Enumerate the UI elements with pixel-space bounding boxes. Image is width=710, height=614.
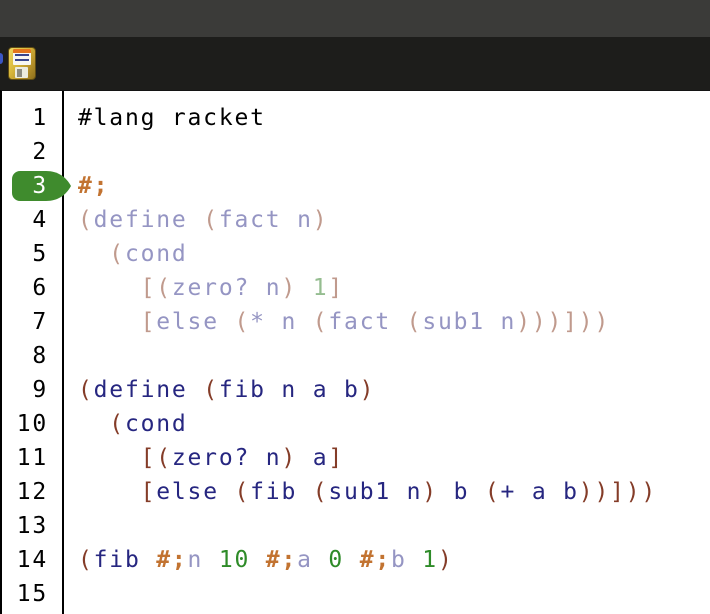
code-line[interactable]: 7 [else (* n (fact (sub1 n)))])) bbox=[2, 305, 710, 339]
line-number: 10 bbox=[16, 411, 48, 437]
code-line-text: (cond bbox=[78, 241, 188, 267]
line-number: 3 bbox=[32, 173, 48, 199]
code-line-text bbox=[62, 509, 78, 543]
code-line-text: (fib #;n 10 #;a 0 #;b 1) bbox=[78, 547, 454, 573]
line-number: 8 bbox=[32, 343, 48, 369]
line-number: 1 bbox=[32, 105, 48, 131]
toolbar bbox=[0, 37, 710, 90]
line-number: 6 bbox=[32, 275, 48, 301]
line-number: 15 bbox=[16, 581, 48, 607]
code-line[interactable]: 12 [else (fib (sub1 n) b (+ a b))])) bbox=[2, 475, 710, 509]
highlighted-line-badge-icon bbox=[12, 171, 71, 201]
save-button[interactable] bbox=[8, 47, 36, 80]
code-line[interactable]: 13 bbox=[2, 509, 710, 543]
code-line-text: #; bbox=[78, 173, 110, 199]
line-number: 2 bbox=[32, 139, 48, 165]
line-number: 13 bbox=[16, 513, 48, 539]
code-line-text: [else (* n (fact (sub1 n)))])) bbox=[78, 309, 611, 335]
code-line[interactable]: 4 (define (fact n) bbox=[2, 203, 710, 237]
code-line[interactable]: 6 [(zero? n) 1] bbox=[2, 271, 710, 305]
line-number: 4 bbox=[32, 207, 48, 233]
code-line-text: [(zero? n) a] bbox=[78, 445, 345, 471]
code-line-text: [else (fib (sub1 n) b (+ a b))])) bbox=[78, 479, 658, 505]
line-number: 5 bbox=[32, 241, 48, 267]
floppy-disk-icon bbox=[13, 49, 31, 65]
code-line-text bbox=[62, 339, 78, 373]
line-number: 9 bbox=[32, 377, 48, 403]
code-lines: 1 #lang racket 2 3 #; 4 (define (fact n) 5 (con… bbox=[2, 101, 710, 611]
code-line-text bbox=[62, 577, 78, 611]
code-line-text: (define (fib n a b) bbox=[78, 377, 376, 403]
line-number: 14 bbox=[16, 547, 48, 573]
code-line[interactable]: 5 (cond bbox=[2, 237, 710, 271]
code-line[interactable]: 14 (fib #;n 10 #;a 0 #;b 1) bbox=[2, 543, 710, 577]
code-line-text: [(zero? n) 1] bbox=[78, 275, 345, 301]
code-line[interactable]: 3 #; bbox=[2, 169, 710, 203]
code-line[interactable]: 9 (define (fib n a b) bbox=[2, 373, 710, 407]
code-line-text: (define (fact n) bbox=[78, 207, 329, 233]
line-number: 7 bbox=[32, 309, 48, 335]
code-line-text: (cond bbox=[78, 411, 188, 437]
code-line[interactable]: 8 bbox=[2, 339, 710, 373]
code-line[interactable]: 2 bbox=[2, 135, 710, 169]
code-line[interactable]: 10 (cond bbox=[2, 407, 710, 441]
code-line[interactable]: 11 [(zero? n) a] bbox=[2, 441, 710, 475]
line-number: 12 bbox=[16, 479, 48, 505]
window-title-bar bbox=[0, 0, 710, 37]
line-number: 11 bbox=[16, 445, 48, 471]
code-line-text: #lang racket bbox=[78, 105, 266, 131]
code-line-text bbox=[62, 135, 78, 169]
partial-toolbar-icon bbox=[0, 53, 3, 64]
code-line[interactable]: 15 bbox=[2, 577, 710, 611]
code-editor[interactable]: 1 #lang racket 2 3 #; 4 (define (fact n) 5 (con… bbox=[0, 90, 710, 614]
code-line[interactable]: 1 #lang racket bbox=[2, 101, 710, 135]
